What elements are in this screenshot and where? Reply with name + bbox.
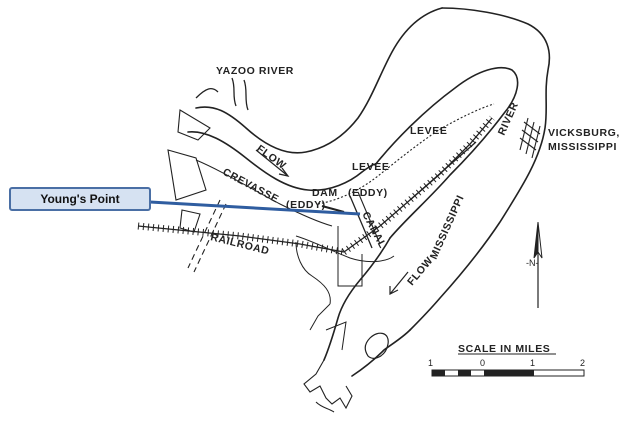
dam-line <box>321 204 345 214</box>
canal <box>349 195 373 249</box>
east-bank <box>409 7 551 331</box>
label-eddy-left: (EDDY) <box>286 199 326 211</box>
railroad-lines <box>137 115 495 256</box>
youngs-point-callout: Young's Point <box>9 187 151 211</box>
peninsula-bank <box>374 66 519 239</box>
levee-line <box>317 103 495 205</box>
label-mississippi: MISSISSIPPI <box>428 193 467 261</box>
islands <box>364 332 389 359</box>
scale-tick-label-2: 0 <box>480 358 485 368</box>
railroad-northeast <box>409 141 477 201</box>
label-vicksburg-line2: MISSISSIPPI <box>548 141 617 153</box>
youngs-point-label: Young's Point <box>40 192 119 206</box>
north-label: -N- <box>526 258 539 268</box>
west-shore <box>323 237 391 361</box>
label-yazoo-river: YAZOO RIVER <box>216 65 294 77</box>
north-bank-west <box>195 7 443 154</box>
scale-tick-label-4: 2 <box>580 358 585 368</box>
label-railroad: RAILROAD <box>209 231 270 257</box>
north-arrow: -N- <box>526 221 543 308</box>
flow-arrows <box>255 149 409 295</box>
south-bank-lower <box>351 329 411 377</box>
yazoo-river-lines <box>195 77 249 111</box>
scale-bar: SCALE IN MILES 1 0 1 2 <box>428 343 585 377</box>
vicksburg-grid <box>519 117 541 159</box>
scale-tick-label-1: 1 <box>428 358 433 368</box>
island-south <box>364 332 389 359</box>
scale-tick-label-3: 1 <box>530 358 535 368</box>
label-levee-mid: LEVEE <box>352 161 389 173</box>
south-bank-west <box>187 131 377 192</box>
callout-leader <box>149 200 361 216</box>
label-flow-lower: FLOW <box>405 255 436 288</box>
flow-arrow-upper <box>255 149 289 177</box>
lower-shore <box>303 359 353 413</box>
scale-title: SCALE IN MILES <box>458 343 550 355</box>
label-eddy-right: (EDDY) <box>348 187 388 199</box>
label-dam: DAM <box>312 187 338 199</box>
river-banks <box>187 7 551 377</box>
label-vicksburg-line1: VICKSBURG, <box>548 127 620 139</box>
label-levee-right: LEVEE <box>410 125 447 137</box>
label-crevasse: CREVASSE <box>221 166 281 206</box>
flow-arrow-lower <box>389 271 409 295</box>
